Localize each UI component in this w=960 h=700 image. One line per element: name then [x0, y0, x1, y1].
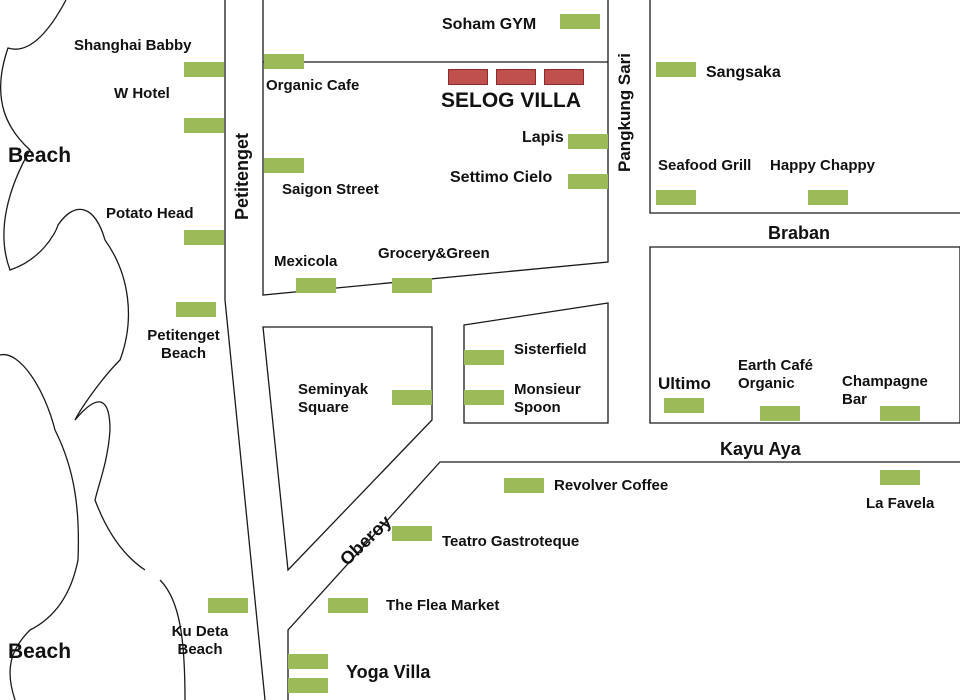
coastline-top	[0, 0, 129, 421]
selog-villa-block-3[interactable]	[544, 69, 584, 85]
place-label-selog-villa: SELOG VILLA	[441, 89, 582, 112]
place-label-soham-gym: Soham GYM	[442, 16, 537, 33]
place-label-seafood-grill: Seafood Grill	[658, 157, 752, 174]
selog-villa-block-2[interactable]	[496, 69, 536, 85]
road-petitenget-west	[224, 0, 266, 700]
marker-happy-chappy[interactable]	[808, 190, 848, 205]
block-braban-south	[649, 246, 960, 424]
place-label-monsieur-spoon: Monsieur Spoon	[514, 381, 581, 416]
place-label-earth-cafe: Earth Café Organic	[738, 357, 814, 392]
place-label-organic-cafe: Organic Cafe	[266, 77, 360, 94]
place-label-teatro: Teatro Gastroteque	[442, 533, 580, 550]
road-pangkung-east	[649, 0, 960, 214]
place-label-w-hotel: W Hotel	[114, 85, 170, 102]
coastline-bottom	[0, 354, 80, 700]
marker-teatro[interactable]	[392, 526, 432, 541]
place-label-la-favela: La Favela	[866, 495, 935, 512]
marker-grocery-green[interactable]	[392, 278, 432, 293]
place-label-happy-chappy: Happy Chappy	[770, 157, 876, 174]
marker-mexicola[interactable]	[296, 278, 336, 293]
ku-deta-beach-label: Ku Deta Beach	[171, 623, 229, 658]
marker-soham-gym[interactable]	[560, 14, 600, 29]
marker-earth-cafe[interactable]	[760, 406, 800, 421]
marker-lapis[interactable]	[568, 134, 608, 149]
marker-ku-deta-beach[interactable]	[208, 598, 248, 613]
marker-champagne-bar[interactable]	[880, 406, 920, 421]
street-pangkung-sari: Pangkung Sari	[615, 52, 634, 172]
place-label-seminyak-square: Seminyak Square	[298, 381, 369, 416]
marker-w-hotel[interactable]	[184, 118, 224, 133]
street-petitenget: Petitenget	[232, 132, 252, 220]
place-label-flea-market: The Flea Market	[386, 597, 500, 614]
marker-sisterfield[interactable]	[464, 350, 504, 365]
beach-label-top: Beach	[8, 144, 72, 167]
place-label-champagne-bar: Champagne Bar	[842, 373, 928, 408]
place-label-shanghai-babby: Shanghai Babby	[74, 37, 192, 54]
place-label-yoga-villa: Yoga Villa	[346, 662, 431, 682]
marker-ultimo[interactable]	[664, 398, 704, 413]
marker-saigon-street[interactable]	[264, 158, 304, 173]
coastline-middle	[74, 401, 146, 571]
place-label-grocery-green: Grocery&Green	[378, 245, 490, 262]
place-label-potato-head: Potato Head	[106, 205, 194, 222]
marker-seafood-grill[interactable]	[656, 190, 696, 205]
marker-yoga-villa-2[interactable]	[288, 678, 328, 693]
place-label-lapis: Lapis	[522, 129, 564, 146]
marker-potato-head[interactable]	[184, 230, 224, 245]
marker-petitenget-beach[interactable]	[176, 302, 216, 317]
block-seminyak-square	[262, 326, 433, 572]
marker-monsieur-spoon[interactable]	[464, 390, 504, 405]
place-label-ultimo: Ultimo	[658, 374, 711, 393]
place-label-sangsaka: Sangsaka	[706, 64, 781, 81]
marker-sangsaka[interactable]	[656, 62, 696, 77]
marker-flea-market[interactable]	[328, 598, 368, 613]
petitenget-beach-label: Petitenget Beach	[147, 327, 220, 362]
place-label-mexicola: Mexicola	[274, 253, 338, 270]
place-label-settimo-cielo: Settimo Cielo	[450, 169, 553, 186]
marker-revolver-coffee[interactable]	[504, 478, 544, 493]
marker-la-favela[interactable]	[880, 470, 920, 485]
place-label-sisterfield: Sisterfield	[514, 341, 587, 358]
coastline-far-bottom	[159, 579, 186, 700]
selog-villa-block-1[interactable]	[448, 69, 488, 85]
marker-settimo-cielo[interactable]	[568, 174, 608, 189]
marker-yoga-villa-1[interactable]	[288, 654, 328, 669]
street-braban: Braban	[768, 223, 831, 243]
beach-label-bottom: Beach	[8, 640, 72, 663]
marker-organic-cafe[interactable]	[264, 54, 304, 69]
marker-shanghai-babby[interactable]	[184, 62, 224, 77]
place-label-revolver-coffee: Revolver Coffee	[554, 477, 669, 494]
street-kayu-aya: Kayu Aya	[720, 439, 801, 459]
road-petitenget-east	[262, 0, 609, 296]
place-label-saigon-street: Saigon Street	[282, 181, 379, 198]
marker-seminyak-square[interactable]	[392, 390, 432, 405]
